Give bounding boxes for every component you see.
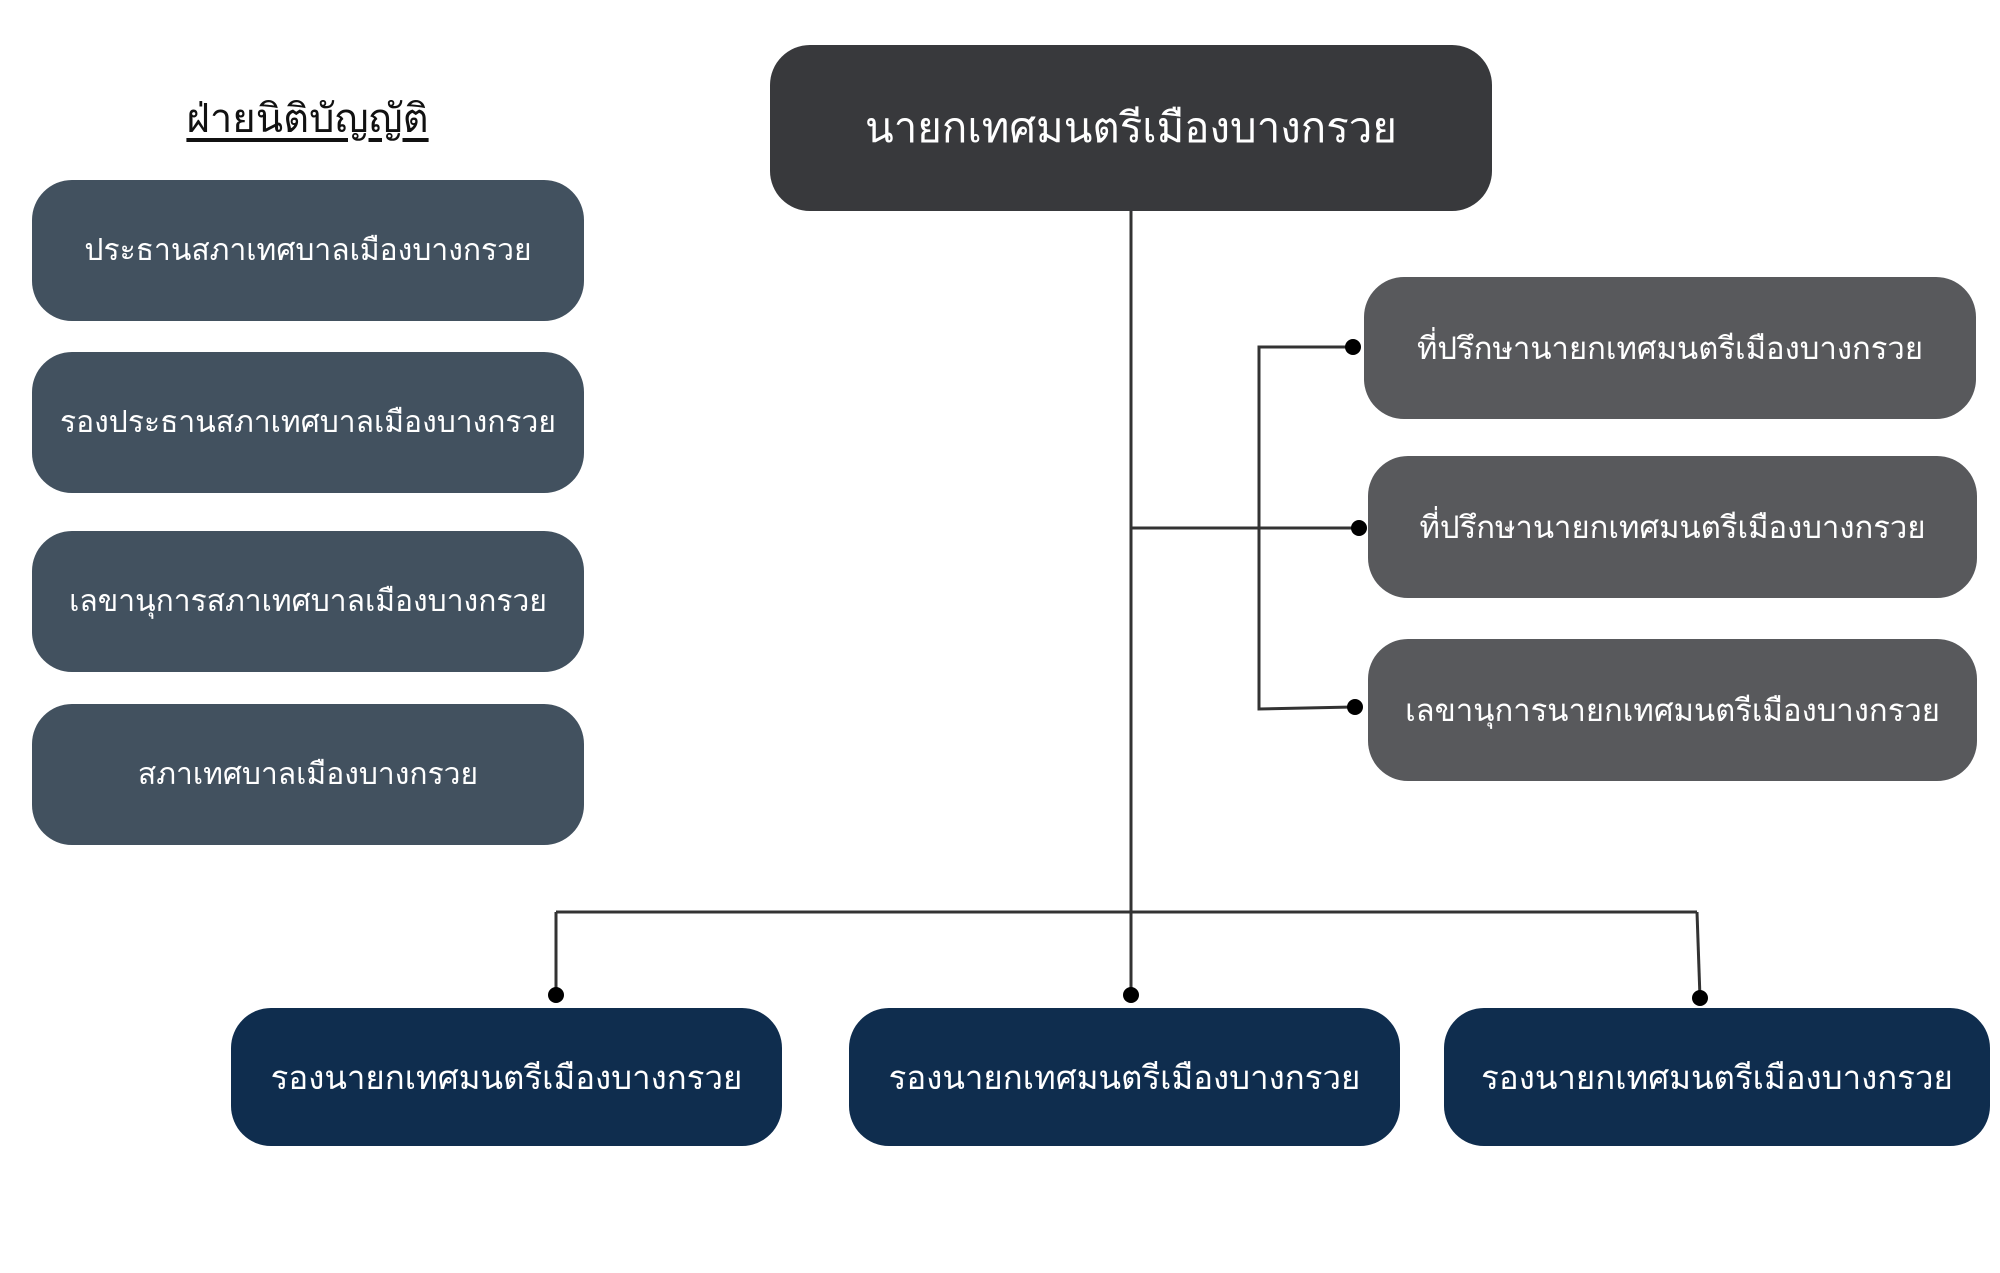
legislative-item-label: เลขานุการสภาเทศบาลเมืองบางกรวย [69, 584, 547, 619]
deputy-mayor-box-1: รองนายกเทศมนตรีเมืองบางกรวย [231, 1008, 782, 1146]
legislative-item-council-secretary: เลขานุการสภาเทศบาลเมืองบางกรวย [32, 531, 584, 672]
legislative-item-label: ประธานสภาเทศบาลเมืองบางกรวย [84, 233, 532, 268]
advisor-2-connector-dot [1351, 520, 1367, 536]
advisor-1-connector-dot [1345, 339, 1361, 355]
deputy-label: รองนายกเทศมนตรีเมืองบางกรวย [888, 1057, 1361, 1097]
legislative-heading: ฝ่ายนิติบัญญัติ [186, 96, 429, 142]
legislative-item-label: รองประธานสภาเทศบาลเมืองบางกรวย [60, 405, 556, 440]
legislative-item-council: สภาเทศบาลเมืองบางกรวย [32, 704, 584, 845]
legislative-item-label: สภาเทศบาลเมืองบางกรวย [137, 757, 479, 792]
mayor-label: นายกเทศมนตรีเมืองบางกรวย [865, 103, 1397, 152]
mayor-box: นายกเทศมนตรีเมืองบางกรวย [770, 45, 1492, 211]
advisor-box-1: ที่ปรึกษานายกเทศมนตรีเมืองบางกรวย [1364, 277, 1976, 419]
advisor-label: ที่ปรึกษานายกเทศมนตรีเมืองบางกรวย [1416, 331, 1924, 367]
deputy-2-connector-dot [1123, 987, 1139, 1003]
legislative-item-council-vice-president: รองประธานสภาเทศบาลเมืองบางกรวย [32, 352, 584, 493]
advisor-box-2: ที่ปรึกษานายกเทศมนตรีเมืองบางกรวย [1368, 456, 1977, 598]
advisor-bracket [1257, 345, 1354, 711]
legislative-item-council-president: ประธานสภาเทศบาลเมืองบางกรวย [32, 180, 584, 321]
deputy-label: รองนายกเทศมนตรีเมืองบางกรวย [1481, 1057, 1953, 1097]
deputy-3-connector-dot [1692, 990, 1708, 1006]
mayor-secretary-box: เลขานุการนายกเทศมนตรีเมืองบางกรวย [1368, 639, 1977, 781]
deputy-1-connector-dot [548, 987, 564, 1003]
deputy-label: รองนายกเทศมนตรีเมืองบางกรวย [270, 1057, 743, 1097]
advisor-label: เลขานุการนายกเทศมนตรีเมืองบางกรวย [1405, 693, 1940, 729]
deputy-mayor-box-3: รองนายกเทศมนตรีเมืองบางกรวย [1444, 1008, 1990, 1146]
advisor-label: ที่ปรึกษานายกเทศมนตรีเมืองบางกรวย [1419, 510, 1926, 546]
advisor-3-connector-dot [1347, 699, 1363, 715]
deputy-mayor-box-2: รองนายกเทศมนตรีเมืองบางกรวย [849, 1008, 1400, 1146]
deputy-drop-right [1695, 911, 1702, 999]
